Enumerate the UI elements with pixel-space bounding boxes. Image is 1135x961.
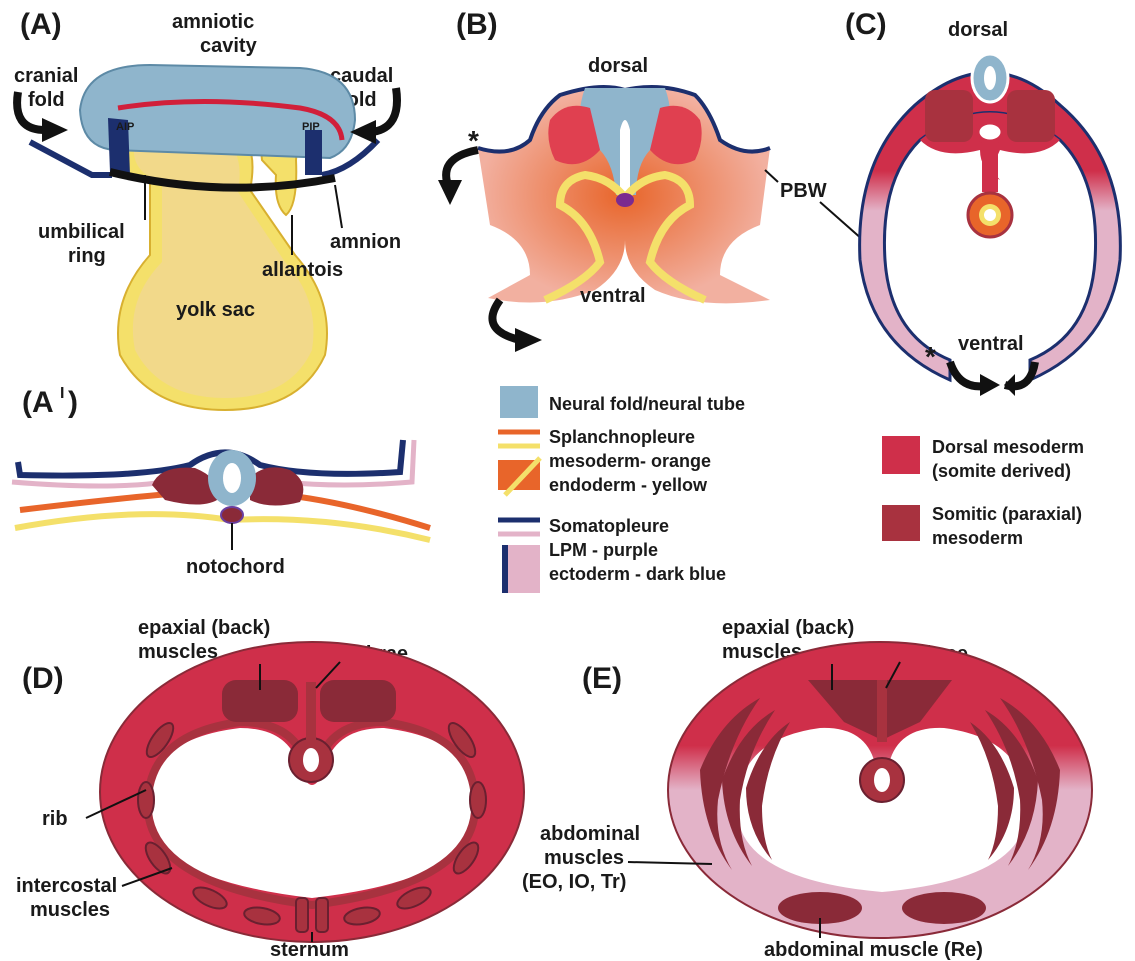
panel-label-b: (B)	[456, 8, 498, 41]
spine-process-e	[877, 680, 887, 742]
somite-c-right	[1007, 90, 1055, 142]
c-arrowhead-right-icon	[1004, 374, 1015, 396]
label-intercostal-1: intercostal	[16, 875, 117, 897]
sternum-d-right	[316, 898, 328, 932]
legend-swatch-dorsal	[882, 436, 920, 474]
label-e-epaxial-1: epaxial (back)	[722, 617, 854, 639]
panel-a: (A) amniotic cavity cranial fold caudal …	[14, 8, 401, 410]
notochord-shape	[221, 507, 243, 523]
label-b-dorsal: dorsal	[588, 55, 648, 77]
legend-dorsal-1: Dorsal mesoderm	[932, 437, 1084, 457]
epaxial-d-right	[320, 680, 396, 722]
spine-process-d	[306, 682, 316, 740]
legend-swatch-neural	[500, 386, 538, 418]
panel-label-c: (C)	[845, 8, 887, 41]
label-amniotic-cavity-2: cavity	[200, 35, 258, 57]
label-c-ventral: ventral	[958, 333, 1024, 355]
legend-splanch-1: Splanchnopleure	[549, 427, 695, 447]
label-c-star: *	[925, 341, 936, 372]
mesentery-c	[982, 142, 998, 192]
panel-d: (D) epaxial (back) muscles vertebrae ri	[16, 617, 524, 961]
panel-label-a-prime-sup: I	[60, 385, 64, 402]
panel-b: (B) dorsal ventral * PBW	[438, 8, 880, 352]
legend-somitic-2: mesoderm	[932, 528, 1023, 548]
label-yolk-sac: yolk sac	[176, 299, 255, 321]
panel-label-a-prime-close: )	[68, 386, 78, 419]
panel-e: (E) epaxial (back) muscles vertebrae abd…	[522, 617, 1092, 961]
panel-label-d: (D)	[22, 662, 64, 695]
legend-somitic-1: Somitic (paraxial)	[932, 504, 1082, 524]
legend-swatch-somitic	[882, 505, 920, 541]
label-abdominal-2: muscles	[544, 847, 624, 869]
sternum-d-left	[296, 898, 308, 932]
legend-dorsal-2: (somite derived)	[932, 461, 1071, 481]
neural-lumen-a-prime	[223, 463, 241, 493]
label-d-epaxial-1: epaxial (back)	[138, 617, 270, 639]
label-pbw: PBW	[780, 180, 827, 202]
label-umbilical-ring-2: ring	[68, 245, 106, 267]
label-aip: AIP	[116, 121, 134, 133]
legend-somato-3: ectoderm - dark blue	[549, 564, 726, 584]
rectus-right	[902, 892, 986, 924]
panel-label-a: (A)	[20, 8, 62, 41]
label-umbilical-ring-1: umbilical	[38, 221, 125, 243]
vertebra-canal-d	[303, 748, 319, 772]
legend-neural: Neural fold/neural tube	[549, 394, 745, 414]
legend-somato-1: Somatopleure	[549, 516, 669, 536]
vertebra-canal-e	[874, 768, 890, 792]
neural-groove-b	[620, 120, 630, 195]
panel-c: (C) dorsal ventral *	[845, 8, 1120, 396]
b-arrowhead-left-icon	[438, 180, 462, 205]
cranial-fold-arrowhead-icon	[42, 118, 68, 142]
legend-middle: Neural fold/neural tube Splanchnopleure …	[498, 386, 745, 593]
panel-label-e: (E)	[582, 662, 622, 695]
panel-label-a-prime: (A	[22, 386, 54, 419]
neural-lumen-c	[984, 66, 996, 90]
label-b-ventral: ventral	[580, 285, 646, 307]
legend-swatch-somato	[498, 520, 540, 593]
label-c-dorsal: dorsal	[948, 19, 1008, 41]
legend-splanch-3: endoderm - yellow	[549, 475, 708, 495]
label-rib: rib	[42, 808, 68, 830]
c-arrowhead-left-icon	[980, 374, 1000, 396]
label-amniotic-cavity-1: amniotic	[172, 11, 254, 33]
label-allantois: allantois	[262, 259, 343, 281]
label-abdominal-re: abdominal muscle (Re)	[764, 939, 983, 961]
label-abdominal-1: abdominal	[540, 823, 640, 845]
label-cranial-fold-2: fold	[28, 89, 65, 111]
notochord-b	[616, 193, 634, 207]
pointer-pbw	[765, 170, 778, 182]
notochord-c	[977, 122, 1003, 142]
panel-a-prime: (A I ) notochord	[12, 385, 430, 578]
label-pip: PIP	[302, 121, 320, 133]
label-cranial-fold-1: cranial	[14, 65, 78, 87]
legend-right: Dorsal mesoderm (somite derived) Somitic…	[882, 436, 1084, 548]
label-amnion: amnion	[330, 231, 401, 253]
legend-somato-2: LPM - purple	[549, 540, 658, 560]
legend-swatch-splanch	[498, 432, 540, 495]
pip	[305, 130, 322, 175]
label-abdominal-3: (EO, IO, Tr)	[522, 871, 626, 893]
label-d-epaxial-2: muscles	[138, 641, 218, 663]
b-arrowhead-bottom-icon	[515, 328, 542, 352]
gut-lumen-c	[984, 209, 996, 221]
label-notochord: notochord	[186, 556, 285, 578]
label-sternum: sternum	[270, 939, 349, 961]
label-intercostal-2: muscles	[30, 899, 110, 921]
somite-c-left	[925, 90, 973, 142]
pointer-amnion	[335, 185, 342, 228]
legend-splanch-2: mesoderm- orange	[549, 451, 711, 471]
